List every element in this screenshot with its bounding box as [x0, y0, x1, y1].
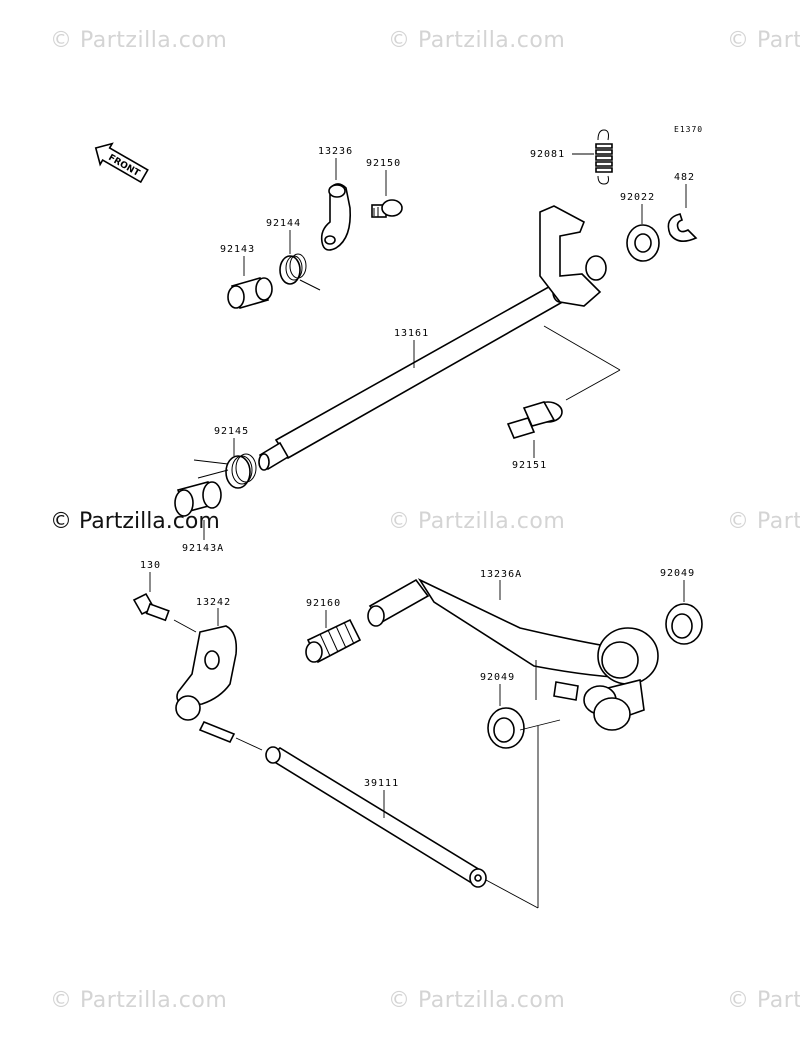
- label-92150: 92150: [366, 158, 401, 169]
- label-92160: 92160: [306, 598, 341, 609]
- part-92150-bolt: [371, 199, 403, 218]
- label-13236A: 13236A: [480, 569, 522, 580]
- part-92151-bolt: [506, 401, 563, 439]
- part-92081-spring: [595, 129, 613, 185]
- part-13236-lever: [320, 183, 352, 251]
- label-13242: 13242: [196, 597, 231, 608]
- part-92144-spring: [279, 253, 321, 291]
- part-92022-washer: [626, 224, 660, 262]
- label-92144: 92144: [266, 218, 301, 229]
- label-92143A: 92143A: [182, 543, 224, 554]
- part-13161-shift-shaft: [258, 205, 621, 471]
- part-92160-rubber: [305, 618, 362, 664]
- part-39111-tie-rod: [265, 746, 487, 888]
- watermark-bottom-center: © Partzilla.com: [388, 988, 566, 1013]
- watermark-mid-center: © Partzilla.com: [388, 509, 566, 534]
- watermark-top-center: © Partzilla.com: [388, 28, 566, 53]
- label-130: 130: [140, 560, 161, 571]
- watermark-top-left: © Partzilla.com: [50, 28, 228, 53]
- front-arrow-icon: FRONT: [94, 142, 149, 184]
- part-92145-spring: [193, 453, 257, 489]
- label-13161: 13161: [394, 328, 429, 339]
- part-rod-end-right: [553, 681, 631, 731]
- label-13236: 13236: [318, 146, 353, 157]
- label-92143: 92143: [220, 244, 255, 255]
- label-92049-lower: 92049: [480, 672, 515, 683]
- part-92049-seal-upper: [665, 603, 703, 645]
- watermark-top-right: © Partzilla.com: [727, 28, 800, 53]
- watermark-mid-left: © Partzilla.com: [50, 509, 220, 534]
- label-92049-upper: 92049: [660, 568, 695, 579]
- part-13242-shift-lever: [175, 625, 238, 744]
- part-92049-seal-lower: [487, 707, 525, 749]
- part-482-circlip: [667, 213, 698, 242]
- watermark-bottom-left: © Partzilla.com: [50, 988, 228, 1013]
- watermark-bottom-right: © Partzilla.com: [727, 988, 800, 1013]
- label-92081: 92081: [530, 149, 565, 160]
- label-92145: 92145: [214, 426, 249, 437]
- part-130-bolt: [132, 592, 170, 622]
- part-92143-collar: [227, 277, 273, 309]
- label-482: 482: [674, 172, 695, 183]
- label-39111: 39111: [364, 778, 399, 789]
- part-92143A-collar: [174, 481, 222, 517]
- diagram-code: E1370: [674, 125, 703, 134]
- watermark-mid-right: © Partzilla.com: [727, 509, 800, 534]
- label-92151: 92151: [512, 460, 547, 471]
- label-92022: 92022: [620, 192, 655, 203]
